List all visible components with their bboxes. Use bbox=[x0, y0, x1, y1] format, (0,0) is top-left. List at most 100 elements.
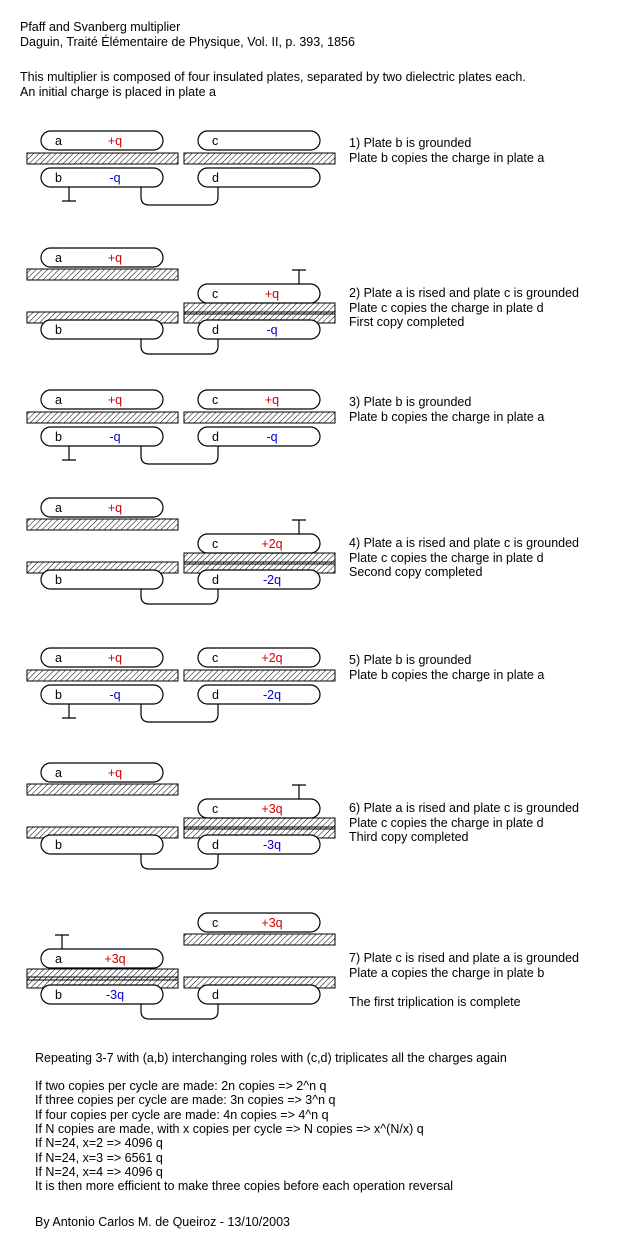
step-4-text-line: 4) Plate a is rised and plate c is groun… bbox=[349, 536, 579, 550]
plate-a-label: a bbox=[55, 251, 62, 265]
plate-c bbox=[197, 389, 321, 410]
step-4-text-line: Plate c copies the charge in plate d bbox=[349, 550, 544, 565]
plate-b-label: b bbox=[55, 688, 62, 702]
plate-a-charge: +q bbox=[108, 134, 122, 148]
step-6-text-line: Third copy completed bbox=[349, 830, 469, 844]
plate-a-label: a bbox=[55, 651, 62, 665]
repeat-note: Repeating 3-7 with (a,b) interchanging r… bbox=[35, 1051, 507, 1065]
plate-d bbox=[197, 834, 321, 855]
plate-b bbox=[40, 569, 164, 590]
connecting-wire bbox=[140, 589, 219, 605]
step-5-text-line: Plate b copies the charge in plate a bbox=[349, 667, 545, 682]
plate-c-label: c bbox=[212, 802, 218, 816]
plate-d-label: d bbox=[212, 988, 219, 1002]
plate-b bbox=[40, 684, 164, 705]
plate-a-label: a bbox=[55, 393, 62, 407]
plate-b-charge: -q bbox=[109, 688, 120, 702]
ground-symbol bbox=[62, 446, 76, 461]
plate-d-charge: -2q bbox=[263, 573, 281, 587]
plate-c-charge: +q bbox=[265, 287, 279, 301]
ground-symbol bbox=[62, 704, 76, 719]
plate-d-charge: -3q bbox=[263, 838, 281, 852]
dielectric-a bbox=[26, 783, 179, 796]
plate-a bbox=[40, 948, 164, 969]
plate-b-label: b bbox=[55, 430, 62, 444]
connecting-wire bbox=[140, 446, 219, 465]
plate-d-label: d bbox=[212, 171, 219, 185]
plate-b-label: b bbox=[55, 171, 62, 185]
plate-a-label: a bbox=[55, 501, 62, 515]
plate-c bbox=[197, 647, 321, 668]
plate-d bbox=[197, 984, 321, 1005]
connecting-wire bbox=[140, 187, 219, 206]
plate-c-charge: +3q bbox=[261, 916, 282, 930]
plate-d-label: d bbox=[212, 323, 219, 337]
step-7-text-line: Plate a copies the charge in plate b bbox=[349, 965, 545, 980]
plate-a-charge: +q bbox=[108, 651, 122, 665]
plate-c-label: c bbox=[212, 287, 218, 301]
plate-c-charge: +3q bbox=[261, 802, 282, 816]
plate-c bbox=[197, 912, 321, 933]
connecting-wire bbox=[140, 1004, 219, 1020]
ground-symbol bbox=[292, 519, 306, 534]
step-3-text-line: Plate b copies the charge in plate a bbox=[349, 409, 545, 424]
step-2-text-line: Plate c copies the charge in plate d bbox=[349, 300, 544, 315]
plate-b bbox=[40, 167, 164, 188]
plate-a bbox=[40, 762, 164, 783]
plate-b-charge: -q bbox=[109, 171, 120, 185]
dielectric-c bbox=[183, 933, 336, 946]
plate-a bbox=[40, 647, 164, 668]
plate-a-charge: +q bbox=[108, 393, 122, 407]
plate-c-label: c bbox=[212, 916, 218, 930]
plate-d bbox=[197, 167, 321, 188]
ground-symbol bbox=[292, 269, 306, 284]
plate-d bbox=[197, 569, 321, 590]
plate-d-charge: -q bbox=[266, 323, 277, 337]
step-6-text-line: Plate c copies the charge in plate d bbox=[349, 815, 544, 830]
footer-line: If N copies are made, with x copies per … bbox=[35, 1121, 424, 1136]
plate-c-label: c bbox=[212, 134, 218, 148]
ground-symbol bbox=[55, 934, 69, 949]
plate-d-charge: -2q bbox=[263, 688, 281, 702]
plate-b-charge: -q bbox=[109, 430, 120, 444]
ground-symbol bbox=[292, 784, 306, 799]
plate-b bbox=[40, 984, 164, 1005]
plate-b bbox=[40, 834, 164, 855]
connecting-wire bbox=[140, 339, 219, 355]
step-5-text-line: 5) Plate b is grounded bbox=[349, 653, 472, 667]
dielectric-right bbox=[183, 669, 336, 682]
intro-line-1: This multiplier is composed of four insu… bbox=[20, 70, 526, 84]
plate-d-label: d bbox=[212, 688, 219, 702]
plate-c-charge: +q bbox=[265, 393, 279, 407]
plate-c-charge: +2q bbox=[261, 537, 282, 551]
plate-b-label: b bbox=[55, 838, 62, 852]
plate-a-label: a bbox=[55, 952, 62, 966]
footer-line: If N=24, x=3 => 6561 q bbox=[35, 1150, 163, 1165]
plate-c bbox=[197, 130, 321, 151]
footer-line: If three copies per cycle are made: 3n c… bbox=[35, 1093, 336, 1108]
step-7-text-line: 7) Plate c is rised and plate a is groun… bbox=[349, 951, 579, 965]
step-4-text-line: Second copy completed bbox=[349, 565, 483, 579]
plate-d bbox=[197, 319, 321, 340]
step-1-text-line: Plate b copies the charge in plate a bbox=[349, 150, 545, 165]
plate-a bbox=[40, 247, 164, 268]
plate-a-charge: +q bbox=[108, 251, 122, 265]
page-title: Pfaff and Svanberg multiplier bbox=[20, 20, 181, 34]
plate-d-charge: -q bbox=[266, 430, 277, 444]
plate-b bbox=[40, 319, 164, 340]
plate-c-label: c bbox=[212, 537, 218, 551]
plate-c-label: c bbox=[212, 651, 218, 665]
step-2-text-line: First copy completed bbox=[349, 315, 465, 329]
step-1-text-line: 1) Plate b is grounded bbox=[349, 136, 472, 150]
plate-c-charge: +2q bbox=[261, 651, 282, 665]
step-7-text-line: The first triplication is complete bbox=[349, 994, 521, 1009]
dielectric-a bbox=[26, 518, 179, 531]
plate-d-label: d bbox=[212, 838, 219, 852]
dielectric-right bbox=[183, 411, 336, 424]
